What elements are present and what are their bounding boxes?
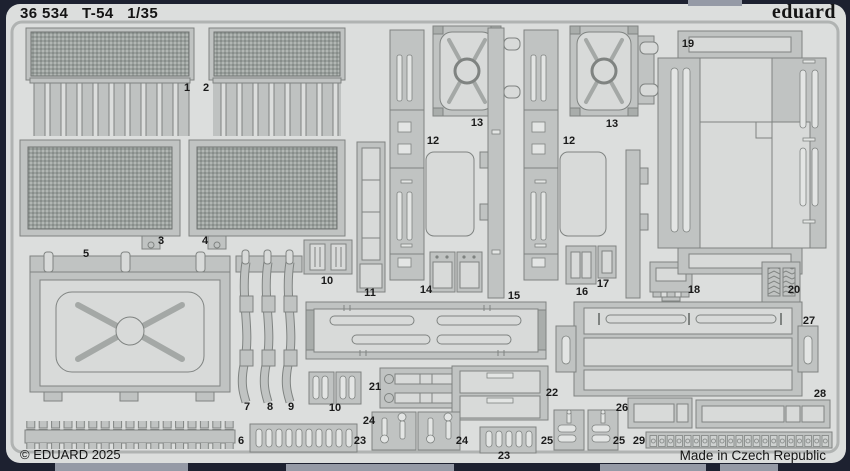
- part-13-fan-cover-left: [432, 25, 502, 117]
- backing-tabs: [55, 0, 778, 471]
- part-number-label-3: 3: [157, 235, 165, 247]
- parts-7-8-9-straps: [235, 249, 303, 404]
- part-4-mesh-panel: [188, 139, 346, 250]
- part-21-handles: [379, 367, 463, 409]
- part-24-box-left: [371, 411, 417, 451]
- part-number-label-12: 12: [426, 135, 440, 147]
- part-number-label-29: 29: [632, 435, 646, 447]
- part-27-long-panel: [555, 301, 819, 397]
- part-13-fan-cover-right: [569, 25, 639, 117]
- part-number-label-11: 11: [364, 287, 376, 299]
- copyright-text: © EDUARD 2025: [20, 447, 121, 462]
- part-number-label-28: 28: [813, 388, 827, 400]
- part-6-comb-strip: [24, 421, 236, 449]
- part-number-label-14: 14: [419, 284, 433, 296]
- part-15-slotted-bar: [305, 301, 547, 360]
- part-12-strip-left: [389, 29, 475, 281]
- part-number-label-23: 23: [497, 450, 511, 462]
- part-22-hatch-plates: [451, 365, 549, 421]
- part-number-label-25: 25: [540, 435, 554, 447]
- part-number-label-6: 6: [237, 435, 245, 447]
- part-25-right: [587, 409, 619, 451]
- part-5-deck-cover: [29, 251, 231, 402]
- sheet-title: 36 534 T-54 1/35: [20, 5, 159, 22]
- part-number-label-12: 12: [562, 135, 576, 147]
- part-19-large-panel: [657, 30, 827, 275]
- part-number-label-18: 18: [687, 284, 701, 296]
- part-number-label-4: 4: [201, 235, 209, 247]
- part-number-label-13: 13: [605, 118, 619, 130]
- part-28-long-bar: [695, 399, 831, 429]
- part-20-coil: [761, 261, 801, 303]
- part-12-strip-right: [523, 29, 607, 281]
- part-number-label-25: 25: [612, 435, 626, 447]
- part-number-label-24: 24: [455, 435, 469, 447]
- part-number-label-27: 27: [802, 315, 816, 327]
- part-number-label-23: 23: [353, 435, 367, 447]
- part-number-label-20: 20: [787, 284, 801, 296]
- part-3-mesh-panel: [19, 139, 181, 250]
- part-number-label-1: 1: [183, 82, 191, 94]
- made-in-text: Made in Czech Republic: [679, 448, 826, 463]
- part-number-label-8: 8: [266, 401, 274, 413]
- part-10-buckles-top: [303, 239, 353, 275]
- part-number-label-21: 21: [368, 381, 382, 393]
- part-number-label-10: 10: [320, 275, 334, 287]
- side-strip-left: [479, 27, 521, 299]
- part-2-grille: [208, 27, 346, 136]
- part-number-label-26: 26: [615, 402, 629, 414]
- part-number-label-22: 22: [545, 387, 559, 399]
- part-number-label-10: 10: [328, 402, 342, 414]
- part-23-strip-right: [479, 426, 537, 454]
- part-number-label-15: 15: [507, 290, 521, 302]
- part-14-boxes: [429, 251, 483, 293]
- part-number-label-2: 2: [202, 82, 210, 94]
- part-11-ladder-strip: [356, 141, 386, 293]
- part-24-box-right: [417, 411, 461, 451]
- part-number-label-16: 16: [575, 286, 589, 298]
- part-26-bar: [627, 397, 693, 429]
- part-number-label-9: 9: [287, 401, 295, 413]
- part-number-label-24: 24: [362, 415, 376, 427]
- part-25-left: [553, 409, 585, 451]
- part-23-strip-left: [249, 423, 358, 453]
- part-16-bracket: [565, 245, 597, 285]
- eduard-logo: eduard: [771, 1, 836, 23]
- part-1-grille: [25, 27, 195, 136]
- part-10-buckles-bottom: [308, 371, 362, 405]
- part-17-bracket: [597, 245, 617, 279]
- fret-frame: [10, 20, 840, 454]
- part-29-ring-strip: [645, 431, 833, 449]
- part-number-label-13: 13: [470, 117, 484, 129]
- part-number-label-5: 5: [82, 248, 90, 260]
- part-number-label-17: 17: [596, 278, 610, 290]
- part-number-label-7: 7: [243, 401, 251, 413]
- part-number-label-19: 19: [681, 38, 695, 50]
